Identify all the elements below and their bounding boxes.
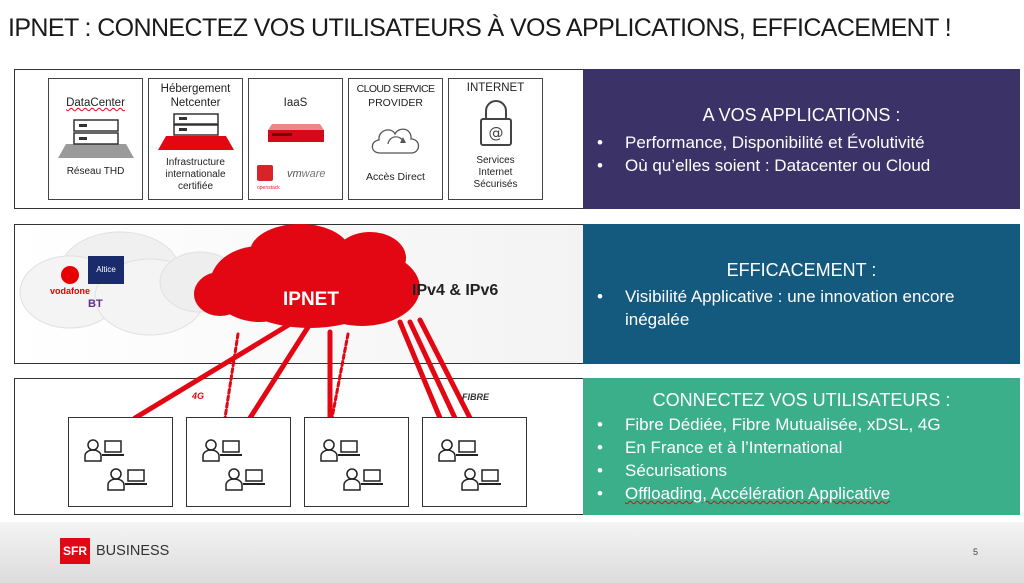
applications-list: Performance, Disponibilité et Évolutivit… [595, 131, 1010, 177]
internet-title: INTERNET [466, 82, 525, 94]
protocol-label: IPv4 & IPv6 [412, 282, 499, 299]
applications-item: Où qu’elles soient : Datacenter ou Cloud [595, 154, 1010, 177]
users-heading: CONNECTEZ VOS UTILISATEURS : [652, 390, 951, 410]
hebergement-title: Hébergement [160, 83, 231, 95]
applications-item: Performance, Disponibilité et Évolutivit… [595, 131, 1010, 154]
iaas-logos: openstack vmware [257, 165, 337, 191]
offloading-item: Offloading, Accélération Applicative [625, 484, 891, 503]
user-site [304, 417, 409, 507]
altice-text: Altice [96, 265, 116, 274]
iaas-box: IaaS openstack vmware [248, 78, 343, 200]
vmware-logo: vmware [287, 168, 326, 180]
padlock-at-icon: @ [479, 100, 512, 146]
users-item: Offloading, Accélération Applicative [595, 482, 1010, 505]
users-item: Fibre Dédiée, Fibre Mutualisée, xDSL, 4G [595, 413, 1010, 436]
efficacement-item: Visibilité Applicative : une innovation … [595, 285, 1010, 331]
cloud-sync-icon [371, 128, 419, 154]
bt-logo: BT [88, 298, 103, 310]
cloud-provider-caption: Accès Direct [366, 171, 425, 183]
ipnet-cloud [194, 224, 420, 328]
internet-caption: Services Internet Sécurisés [473, 155, 518, 190]
openstack-logo [257, 165, 273, 181]
vodafone-mark [61, 266, 79, 284]
server-icon [57, 119, 134, 158]
ipnet-label: IPNET [283, 289, 339, 310]
altice-logo: Altice [88, 256, 124, 284]
efficacement-heading: EFFICACEMENT : [726, 260, 877, 280]
server-red-icon [157, 113, 234, 150]
users-text-panel: CONNECTEZ VOS UTILISATEURS : Fibre Dédié… [583, 378, 1020, 515]
cloud-provider-subtitle: PROVIDER [368, 97, 423, 109]
network-diagram [19, 224, 473, 421]
access-links [132, 315, 473, 421]
red-appliance-icon [267, 124, 324, 142]
users-item: Sécurisations [595, 459, 1010, 482]
cloud-provider-box: CLOUD SERVICE PROVIDER Accès Direct [348, 78, 443, 200]
users-item: En France et à l’International [595, 436, 1010, 459]
hebergement-subtitle: Netcenter [170, 97, 221, 109]
4g-label: 4G [192, 391, 205, 401]
vodafone-logo: vodafone [38, 266, 102, 310]
svg-text:@: @ [488, 124, 503, 142]
user-site [422, 417, 527, 507]
iaas-title: IaaS [283, 97, 308, 109]
datacenter-title: DataCenter [66, 97, 125, 109]
footer [0, 522, 1024, 583]
bt-text: BT [88, 298, 103, 310]
users-icons [84, 439, 502, 491]
efficacement-list: Visibilité Applicative : une innovation … [595, 285, 1010, 331]
sfr-logo: SFR [60, 538, 90, 564]
user-site [68, 417, 173, 507]
datacenter-box: DataCenter Réseau THD [48, 78, 143, 200]
page-title: IPNET : CONNECTEZ VOS UTILISATEURS À VOS… [8, 14, 952, 42]
cloud-provider-title: CLOUD SERVICE [356, 83, 435, 95]
business-label: BUSINESS [96, 543, 170, 559]
applications-heading: A VOS APPLICATIONS : [702, 105, 901, 125]
hebergement-caption: Infrastructure internationale certifiée [165, 157, 226, 192]
users-list: Fibre Dédiée, Fibre Mutualisée, xDSL, 4G… [595, 413, 1010, 505]
page-number: 5 [972, 547, 978, 557]
datacenter-caption: Réseau THD [66, 166, 125, 177]
internet-box: INTERNET @ Services Internet Sécurisés [448, 78, 543, 200]
openstack-logo-text: openstack [257, 185, 280, 191]
hebergement-box: Hébergement Netcenter Infrastructure int… [148, 78, 243, 200]
vodafone-text: vodafone [49, 286, 90, 296]
applications-text-panel: A VOS APPLICATIONS : Performance, Dispon… [583, 69, 1020, 209]
user-site [186, 417, 291, 507]
efficacement-text-panel: EFFICACEMENT : Visibilité Applicative : … [583, 224, 1020, 364]
fibre-label: FIBRE [462, 392, 489, 402]
